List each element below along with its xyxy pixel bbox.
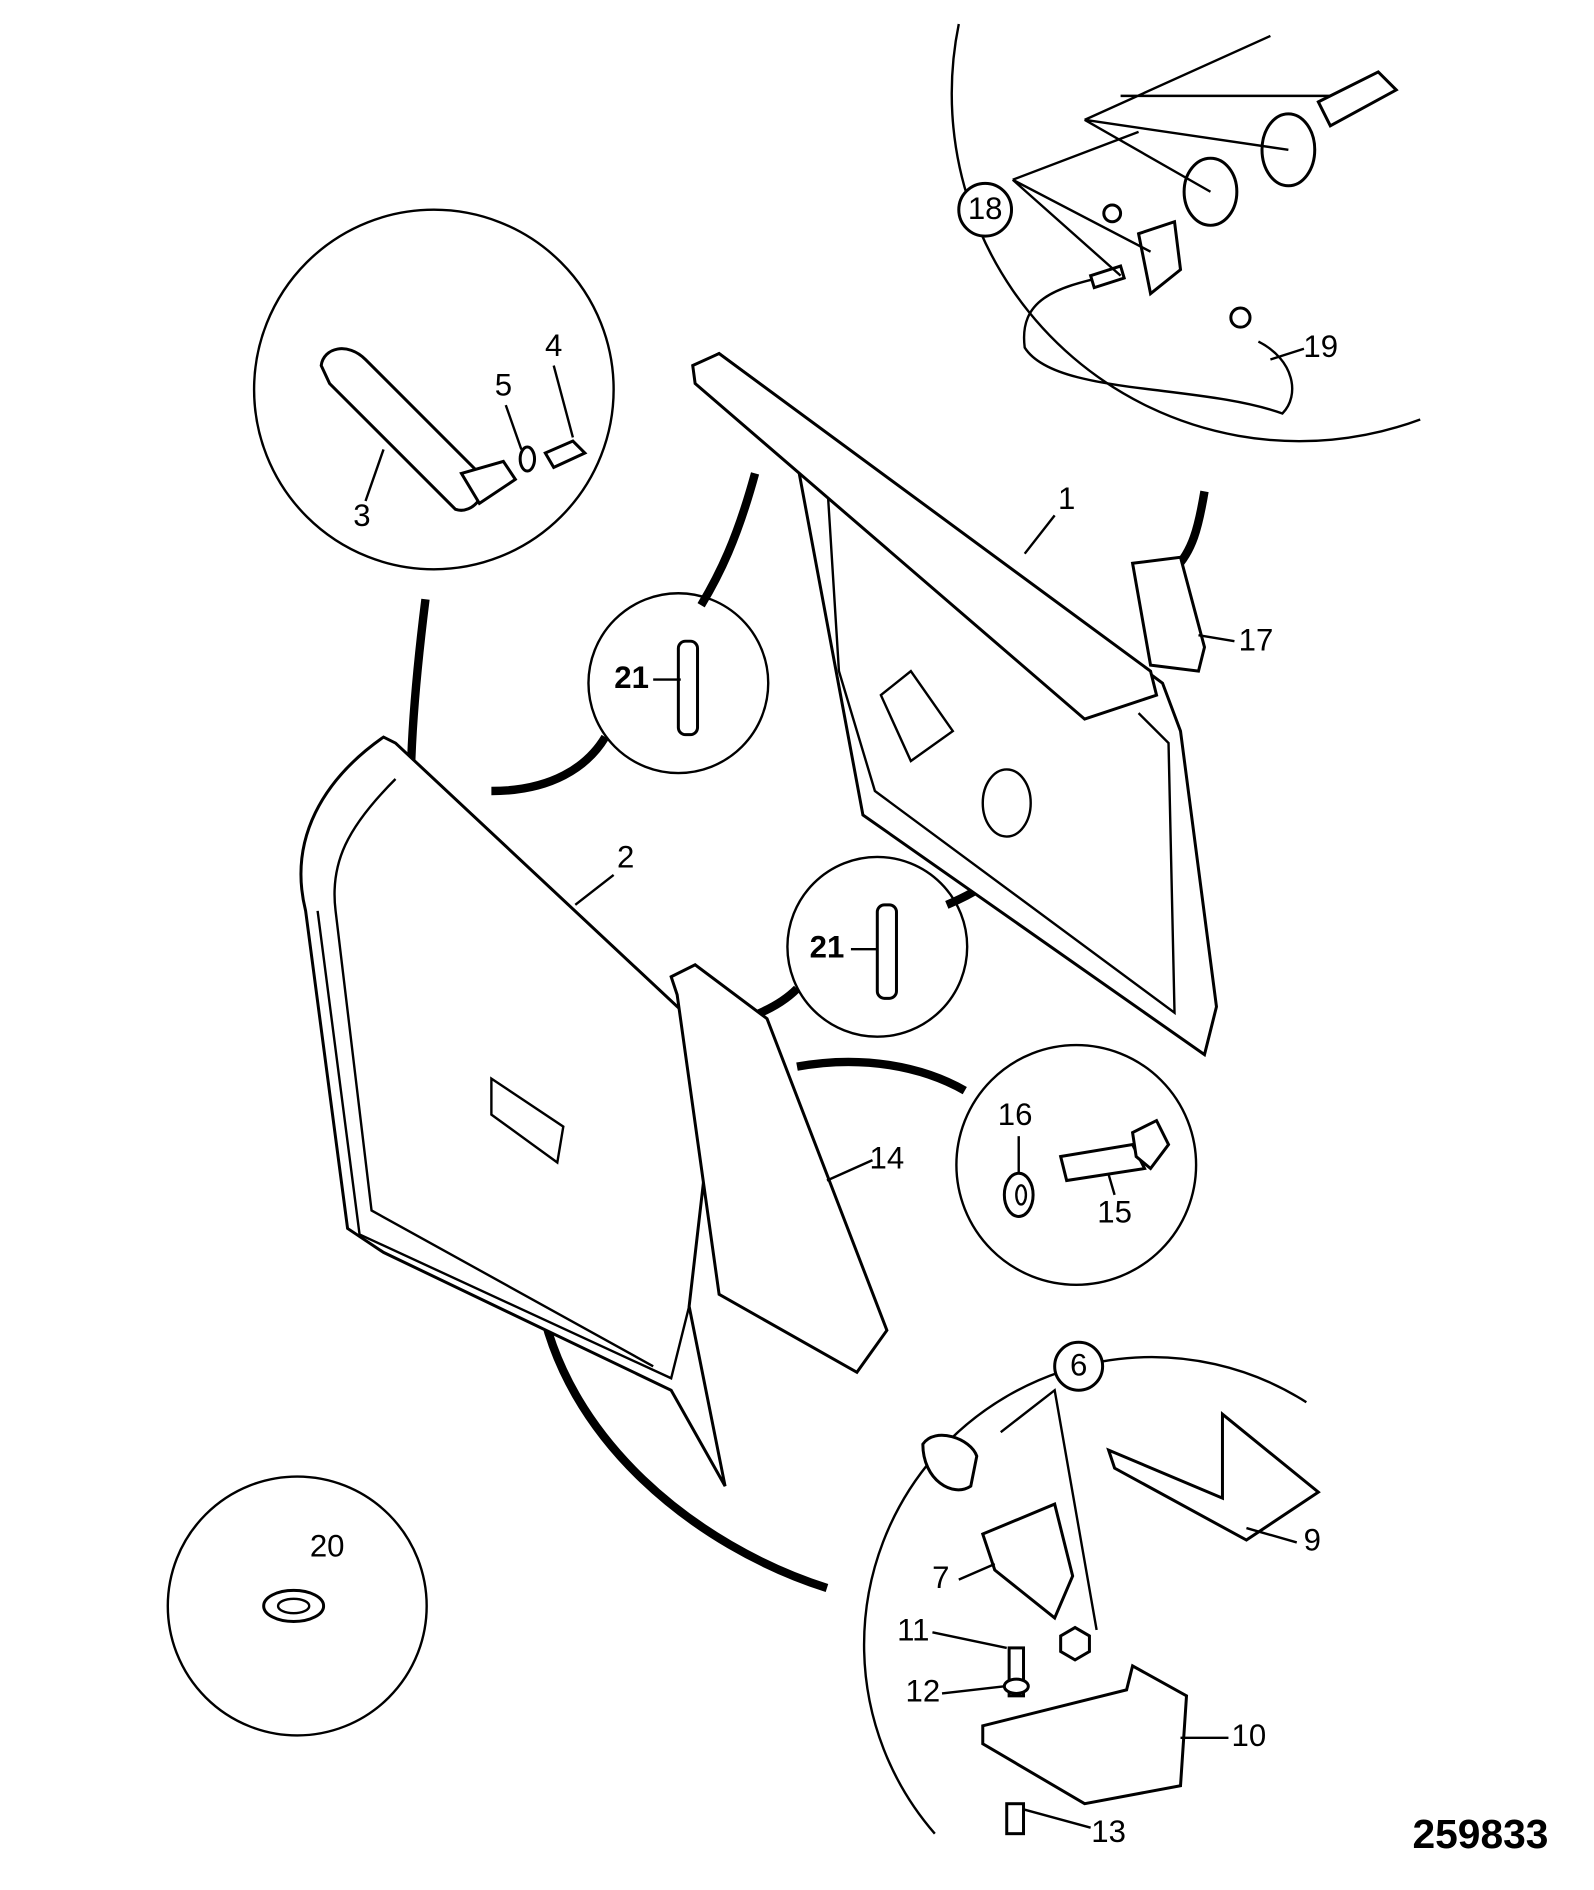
- callout-13: 13: [1091, 1814, 1126, 1849]
- detail-stud-circle-lower: [786, 855, 969, 1038]
- detail-stud-circle-upper: [587, 592, 770, 775]
- washer-20: [262, 1588, 326, 1624]
- callout-4: 4: [545, 328, 562, 363]
- callout-17: 17: [1239, 623, 1274, 658]
- callout-18: 18: [968, 191, 1003, 226]
- stud-21-lower: [875, 903, 898, 1000]
- callout-14: 14: [870, 1140, 905, 1175]
- callout-7: 7: [932, 1560, 949, 1595]
- detail-earth-strap-circle: [950, 23, 1421, 443]
- catch-parts: [921, 1388, 1321, 1836]
- bracket-14: [669, 963, 889, 1375]
- plate-17: [1130, 555, 1207, 673]
- earth-strap-parts: [1011, 34, 1399, 415]
- callout-6: 6: [1070, 1348, 1087, 1383]
- drawing-number: 259833: [1413, 1811, 1549, 1857]
- detail-circles: [166, 23, 1421, 1835]
- callout-21-lower: 21: [810, 929, 845, 964]
- lower-panel: [299, 735, 770, 1487]
- detail-washer-circle: [166, 1475, 428, 1737]
- stud-21-upper: [676, 639, 700, 737]
- callout-12: 12: [906, 1674, 941, 1709]
- callout-20: 20: [310, 1529, 345, 1564]
- callout-16: 16: [998, 1097, 1033, 1132]
- callout-19: 19: [1303, 329, 1338, 364]
- callout-15: 15: [1097, 1194, 1132, 1229]
- callout-11: 11: [897, 1613, 929, 1648]
- detail-bolt-circle: [955, 1043, 1198, 1286]
- callout-3: 3: [353, 498, 370, 533]
- detail-handle-circle: [252, 208, 615, 571]
- callout-2: 2: [617, 840, 634, 875]
- leader-lines: [364, 347, 1305, 1829]
- handle-3: [319, 347, 588, 512]
- bolt-washer-15-16: [1002, 1118, 1171, 1218]
- callout-9: 9: [1304, 1523, 1321, 1558]
- callout-1: 1: [1058, 481, 1075, 516]
- callout-10: 10: [1231, 1718, 1266, 1753]
- callout-5: 5: [495, 367, 512, 402]
- callout-21-upper: 21: [614, 660, 649, 695]
- callout-labels: 1 2 3 4 5 6 7 9 10 11 12 13 14 15 16 17 …: [310, 181, 1338, 1849]
- upper-panel: [691, 351, 1218, 1058]
